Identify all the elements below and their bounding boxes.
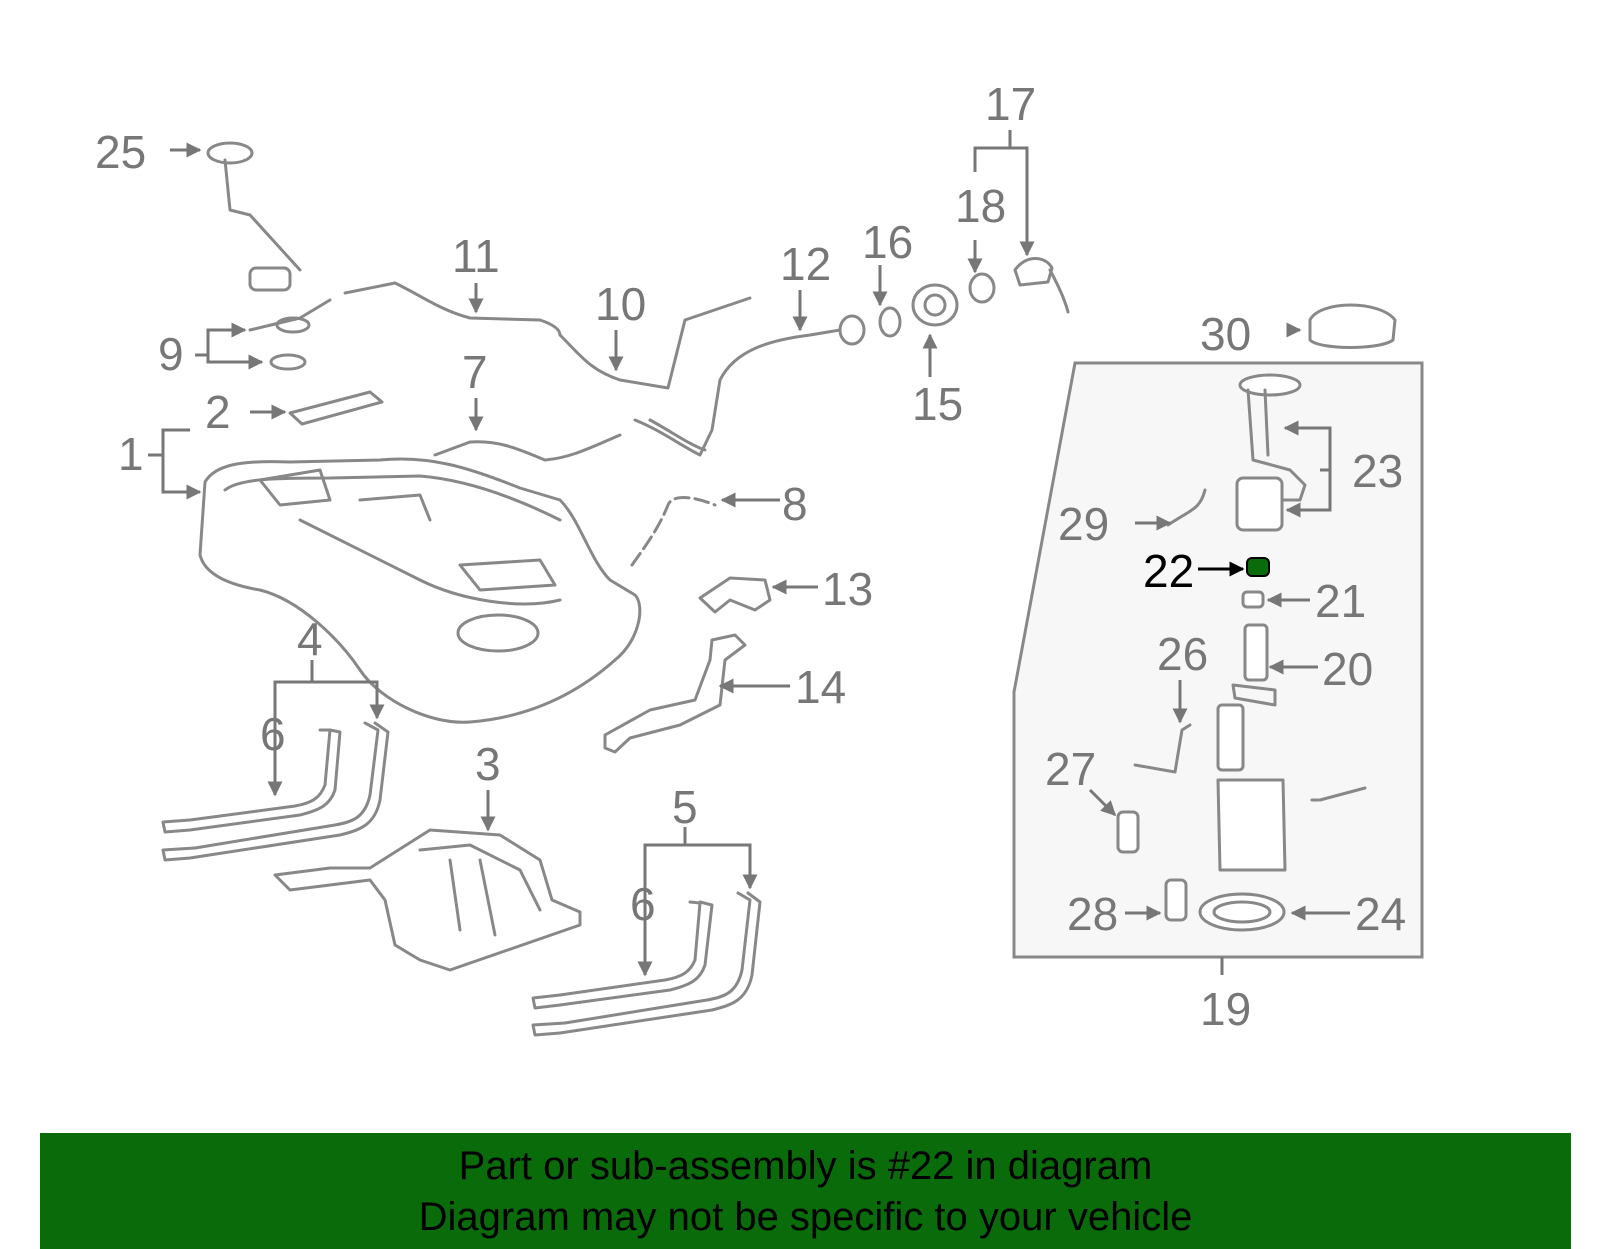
callout-28: 28 bbox=[1067, 888, 1118, 940]
tank-strap-left-part[interactable] bbox=[161, 721, 390, 862]
callout-12: 12 bbox=[780, 238, 831, 290]
callout-23: 23 bbox=[1352, 445, 1403, 497]
bracket-13-part[interactable] bbox=[698, 576, 772, 614]
callout-7: 7 bbox=[462, 346, 488, 398]
callout-24: 24 bbox=[1355, 888, 1406, 940]
callout-6-right: 6 bbox=[630, 878, 656, 930]
callout-25: 25 bbox=[95, 126, 146, 178]
callout-16: 16 bbox=[862, 216, 913, 268]
info-banner: Part or sub-assembly is #22 in diagram D… bbox=[40, 1133, 1571, 1249]
callout-1: 1 bbox=[118, 428, 144, 480]
pad-part[interactable] bbox=[288, 390, 384, 426]
fuel-door-17-part[interactable] bbox=[1013, 257, 1070, 314]
ring-18-part[interactable] bbox=[968, 272, 996, 304]
bracket-14-part[interactable] bbox=[603, 633, 747, 754]
hose-29-part[interactable] bbox=[1166, 488, 1207, 527]
pump-20-part[interactable] bbox=[1231, 623, 1277, 707]
callout-29: 29 bbox=[1058, 498, 1109, 550]
callout-18: 18 bbox=[955, 180, 1006, 232]
gauge-23-part[interactable] bbox=[1235, 373, 1307, 532]
fuel-sender-part[interactable] bbox=[206, 141, 302, 292]
callout-labels: 1 2 3 4 5 6 6 7 8 9 10 11 12 13 14 15 16… bbox=[95, 78, 1406, 1035]
banner-line-disclaimer: Diagram may not be specific to your vehi… bbox=[418, 1195, 1193, 1239]
callout-3: 3 bbox=[475, 738, 501, 790]
hose-7-part[interactable] bbox=[433, 433, 622, 462]
tube-11-part[interactable] bbox=[343, 281, 562, 337]
callout-11: 11 bbox=[452, 230, 500, 282]
gasket-9-part[interactable] bbox=[248, 298, 332, 371]
callout-22: 22 bbox=[1143, 545, 1194, 597]
gasket-24-part[interactable] bbox=[1198, 892, 1286, 932]
callout-5: 5 bbox=[672, 781, 698, 833]
banner-line-part-number: Part or sub-assembly is #22 in diagram bbox=[458, 1144, 1153, 1188]
tube-10-part[interactable] bbox=[558, 296, 752, 390]
valve-27-part[interactable] bbox=[1116, 810, 1140, 854]
callout-2: 2 bbox=[205, 386, 231, 438]
callout-15: 15 bbox=[912, 378, 963, 430]
fuel-cap-part[interactable] bbox=[911, 283, 959, 327]
callout-14: 14 bbox=[795, 661, 846, 713]
wire-26-part[interactable] bbox=[1133, 723, 1192, 774]
tank-strap-right-part[interactable] bbox=[531, 891, 762, 1037]
callout-30: 30 bbox=[1200, 308, 1251, 360]
protector-part[interactable] bbox=[273, 828, 582, 972]
cushion-21-part[interactable] bbox=[1241, 590, 1265, 609]
filter-22-part[interactable] bbox=[1246, 557, 1270, 577]
callout-27: 27 bbox=[1045, 743, 1096, 795]
callout-13: 13 bbox=[822, 563, 873, 615]
callout-20: 20 bbox=[1322, 643, 1373, 695]
parts-diagram: 1 2 3 4 5 6 6 7 8 9 10 11 12 13 14 15 16… bbox=[95, 78, 1424, 1037]
callout-4: 4 bbox=[297, 613, 323, 665]
fuel-tank-part[interactable] bbox=[198, 457, 642, 724]
callout-8: 8 bbox=[782, 478, 808, 530]
lock-ring-30-part[interactable] bbox=[1308, 303, 1397, 349]
callout-10: 10 bbox=[595, 278, 646, 330]
bracket-pump-part[interactable] bbox=[1216, 703, 1287, 872]
gasket-16-part[interactable] bbox=[878, 306, 902, 338]
valve-28-part[interactable] bbox=[1164, 878, 1188, 922]
callout-21: 21 bbox=[1315, 575, 1366, 627]
callout-26: 26 bbox=[1157, 628, 1208, 680]
regulator-part[interactable] bbox=[1310, 786, 1367, 802]
callout-6-left: 6 bbox=[260, 708, 286, 760]
callout-19: 19 bbox=[1200, 983, 1251, 1035]
leader-lines bbox=[148, 130, 1350, 977]
filler-pipe-part[interactable] bbox=[633, 314, 866, 457]
callout-17: 17 bbox=[985, 78, 1036, 130]
hose-8-part[interactable] bbox=[630, 496, 717, 567]
callout-9: 9 bbox=[158, 328, 184, 380]
